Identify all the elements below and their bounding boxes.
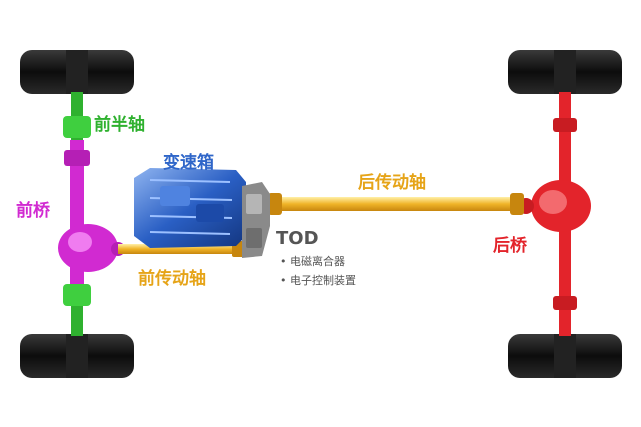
gearbox-label: 变速箱: [163, 153, 214, 173]
front-drive-shaft-label: 前传动轴: [138, 269, 206, 289]
tod-feature-electromagnetic-clutch: • 电磁离合器: [280, 255, 345, 268]
rear-drive-shaft-shape: [268, 193, 524, 215]
front-axle-label: 前桥: [16, 201, 50, 221]
tod-label: TOD: [276, 228, 319, 249]
front-half-shaft-label: 前半轴: [94, 115, 145, 135]
front-axle-shape: [58, 140, 125, 284]
tire-rear-left: [508, 50, 622, 94]
tire-rear-right: [508, 334, 622, 378]
rear-axle-shape: [518, 92, 591, 336]
gearbox-shape: [134, 168, 246, 248]
tod-shape: [242, 182, 270, 258]
tire-front-left: [20, 50, 134, 94]
rear-axle-label: 后桥: [493, 236, 527, 256]
rear-drive-shaft-label: 后传动轴: [358, 173, 426, 193]
front-half-shaft-shape: [63, 92, 91, 336]
tod-feature-electronic-control: • 电子控制装置: [280, 274, 356, 287]
tire-front-right: [20, 334, 134, 378]
